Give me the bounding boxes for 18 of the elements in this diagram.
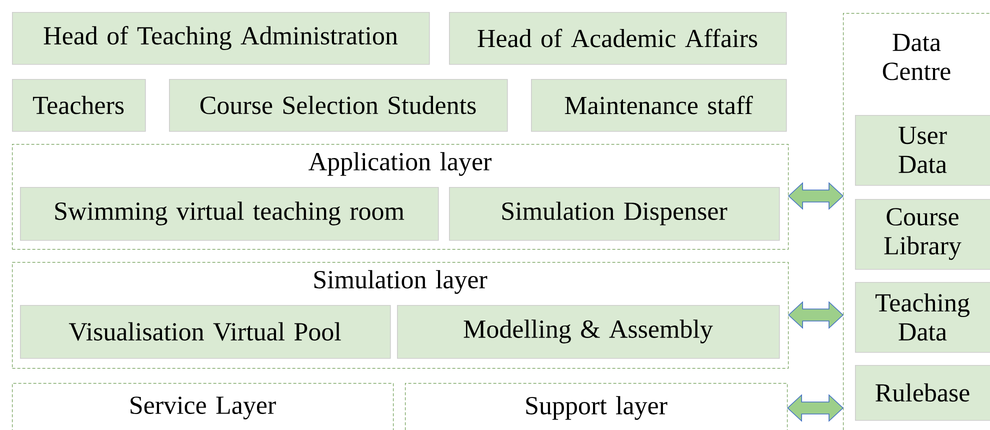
module-box: Swimming virtual teaching room — [20, 187, 439, 241]
layer-panel: Support layer — [405, 383, 788, 430]
layer-panel: Service Layer — [12, 383, 394, 430]
module-box: Visualisation Virtual Pool — [20, 305, 391, 359]
role-box: Course Selection Students — [169, 79, 508, 132]
role-box: Teachers — [12, 79, 146, 132]
role-box: Maintenance staff — [531, 79, 787, 132]
double-arrow — [788, 182, 844, 210]
module-box: Modelling & Assembly — [397, 305, 780, 359]
data-box: Course Library — [855, 198, 990, 270]
data-box: User Data — [855, 115, 990, 186]
role-box: Head of Teaching Administration — [12, 12, 430, 65]
role-box: Head of Academic Affairs — [449, 12, 787, 65]
double-arrow — [787, 394, 844, 422]
data-box: Teaching Data — [855, 282, 990, 353]
data-box: Rulebase — [855, 365, 990, 421]
double-arrow — [788, 301, 844, 329]
module-box: Simulation Dispenser — [449, 187, 780, 241]
